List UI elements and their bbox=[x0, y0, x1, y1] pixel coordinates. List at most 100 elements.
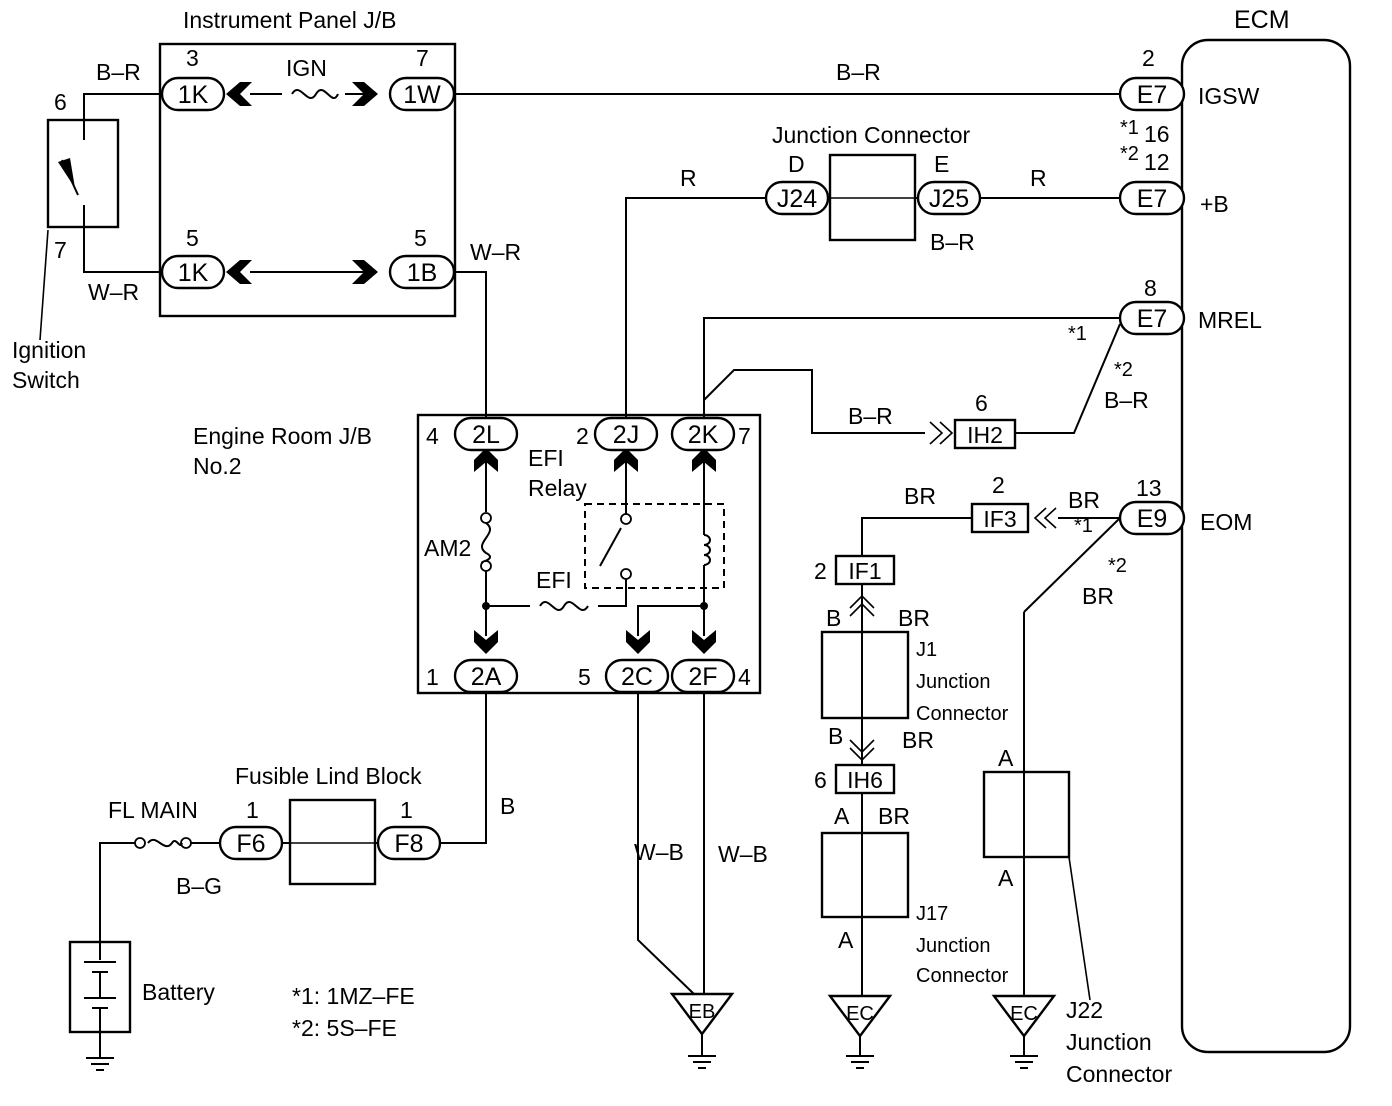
connector-label: E9 bbox=[1137, 505, 1168, 533]
connector-label: 2F bbox=[688, 663, 717, 691]
connector-label: 2J bbox=[613, 421, 639, 449]
pin-number: D bbox=[788, 151, 805, 177]
connector-2k: 2K bbox=[670, 416, 736, 452]
pin-letter: A bbox=[998, 745, 1014, 771]
engine-room-title: Engine Room J/B bbox=[193, 423, 372, 449]
connector-2l: 2L bbox=[453, 416, 519, 452]
fusible-link-title: Fusible Lind Block bbox=[235, 763, 422, 789]
pin-number: 6 bbox=[975, 390, 988, 416]
j17-junction-box bbox=[820, 831, 910, 919]
connector-e7-b: E7 bbox=[1118, 180, 1186, 216]
wire-color: R bbox=[680, 165, 697, 191]
efi-relay-box bbox=[584, 503, 725, 589]
connector-label: J24 bbox=[777, 185, 817, 213]
connector-label: IF3 bbox=[983, 506, 1016, 532]
wire-color: B–R bbox=[848, 403, 893, 429]
j22-label: Junction bbox=[1066, 1029, 1152, 1055]
pin-number: 4 bbox=[426, 423, 439, 449]
ecm-b-label: +B bbox=[1200, 191, 1229, 217]
fuse-ign-label: IGN bbox=[286, 55, 327, 81]
connector-label: F6 bbox=[236, 830, 265, 858]
pin-number: 16 bbox=[1144, 121, 1170, 147]
pin-number: 5 bbox=[186, 225, 199, 251]
instrument-panel-title: Instrument Panel J/B bbox=[183, 7, 397, 33]
pin-number: 2 bbox=[992, 472, 1005, 498]
ground-eb-label: EB bbox=[689, 1001, 716, 1023]
fuse-fl-main-label: FL MAIN bbox=[108, 797, 198, 823]
connector-ih6: IH6 bbox=[834, 763, 896, 795]
pin-number: 2 bbox=[576, 423, 589, 449]
connector-1b: 1B bbox=[388, 254, 456, 290]
junction-connector-title: Junction Connector bbox=[772, 122, 971, 148]
pin-letter: A bbox=[834, 803, 850, 829]
wire-color: BR bbox=[1068, 487, 1100, 513]
connector-1w: 1W bbox=[388, 76, 456, 112]
pin-number: 13 bbox=[1136, 475, 1162, 501]
efi-relay-label: EFI bbox=[528, 445, 564, 471]
ground-ec-label: EC bbox=[846, 1003, 874, 1025]
connector-2a: 2A bbox=[453, 658, 519, 694]
connector-2j: 2J bbox=[593, 416, 659, 452]
connector-label: J25 bbox=[929, 185, 969, 213]
ground-eb bbox=[669, 992, 735, 1036]
connector-2f: 2F bbox=[670, 658, 736, 694]
connector-label: E7 bbox=[1137, 305, 1168, 333]
connector-label: F8 bbox=[394, 830, 423, 858]
connector-label: IH6 bbox=[847, 767, 883, 793]
connector-label: E7 bbox=[1137, 81, 1168, 109]
pin-letter: A bbox=[998, 865, 1014, 891]
legend-note-2: *2: 5S–FE bbox=[292, 1015, 397, 1041]
wire-color: B–R bbox=[96, 59, 141, 85]
fuse-efi-label: EFI bbox=[536, 567, 572, 593]
ecm-title: ECM bbox=[1234, 6, 1290, 34]
connector-if1: IF1 bbox=[834, 554, 896, 586]
wire-color: W–R bbox=[88, 279, 139, 305]
wire-color: BR bbox=[1082, 583, 1114, 609]
ecm-igsw-label: IGSW bbox=[1198, 83, 1260, 109]
connector-label: 1K bbox=[178, 259, 209, 287]
wire-color: W–R bbox=[470, 239, 521, 265]
connector-e7-igsw: E7 bbox=[1118, 76, 1186, 112]
wire-color: BR bbox=[878, 803, 910, 829]
connector-f6: F6 bbox=[218, 825, 284, 861]
j22-label: Connector bbox=[1066, 1061, 1172, 1087]
pin-number: 1 bbox=[426, 664, 439, 690]
j1-label: Connector bbox=[916, 703, 1009, 725]
wire-color: B–R bbox=[1104, 387, 1149, 413]
connector-j24: J24 bbox=[764, 180, 830, 216]
variant-note: *2 bbox=[1114, 359, 1133, 381]
ground-ec-1 bbox=[827, 994, 893, 1038]
connector-2c: 2C bbox=[604, 658, 670, 694]
pin-number: 7 bbox=[738, 423, 751, 449]
j22-label: J22 bbox=[1066, 997, 1103, 1023]
pin-number: 6 bbox=[814, 767, 827, 793]
pin-number: 5 bbox=[578, 664, 591, 690]
j1-label: Junction bbox=[916, 671, 991, 693]
pin-number: 2 bbox=[1142, 45, 1155, 71]
ground-ec-2 bbox=[991, 994, 1057, 1038]
connector-label: IF1 bbox=[848, 558, 881, 584]
connector-label: E7 bbox=[1137, 185, 1168, 213]
ecm-eom-label: EOM bbox=[1200, 509, 1252, 535]
pin-number: 8 bbox=[1144, 275, 1157, 301]
pin-number: 3 bbox=[186, 45, 199, 71]
wire-color: B–R bbox=[930, 229, 975, 255]
connector-label: 1K bbox=[178, 81, 209, 109]
connector-label: 2C bbox=[621, 663, 653, 691]
wire-color: BR bbox=[898, 605, 930, 631]
legend-note-1: *1: 1MZ–FE bbox=[292, 983, 415, 1009]
connector-e7-mrel: E7 bbox=[1118, 300, 1186, 336]
connector-1k-top: 1K bbox=[160, 76, 226, 112]
j17-label: Connector bbox=[916, 965, 1009, 987]
wire-color: BR bbox=[904, 483, 936, 509]
wire-color: W–B bbox=[634, 839, 684, 865]
efi-relay-label: Relay bbox=[528, 475, 587, 501]
wire-color: B–R bbox=[836, 59, 881, 85]
j22-junction-box bbox=[982, 770, 1071, 859]
pin-letter: A bbox=[838, 927, 854, 953]
wire-color: B–G bbox=[176, 873, 222, 899]
ignition-switch-label: Switch bbox=[12, 367, 80, 393]
variant-note: *1 bbox=[1074, 515, 1093, 537]
wire-color: R bbox=[1030, 165, 1047, 191]
